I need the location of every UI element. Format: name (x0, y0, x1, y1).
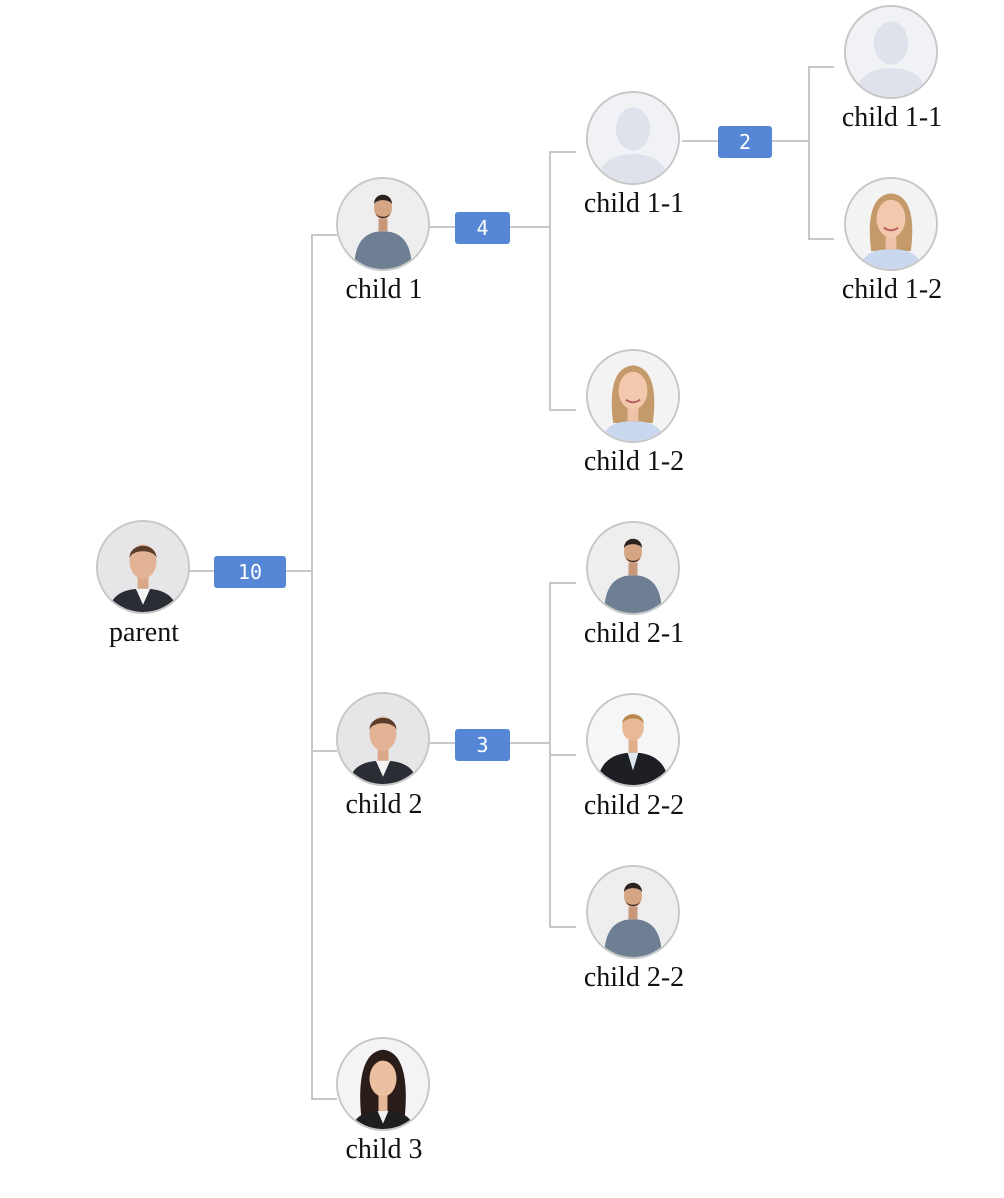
placeholder-person-icon (844, 5, 938, 99)
node-label: child 1-1 (583, 188, 685, 219)
connector (311, 234, 337, 236)
connector (190, 570, 214, 572)
man-shirt-icon (336, 177, 430, 271)
node-label: child 1 (345, 274, 423, 305)
connector (808, 66, 810, 240)
connector (808, 66, 834, 68)
node-child-2-2[interactable]: child 2-2 (574, 865, 694, 997)
node-child-3[interactable]: child 3 (324, 1037, 444, 1169)
connector (311, 750, 337, 752)
node-child-2-2[interactable]: child 2-2 (574, 693, 694, 825)
node-child-2[interactable]: child 2 (324, 692, 444, 824)
connector (549, 754, 576, 756)
connector (549, 151, 576, 153)
node-child-1-1-2[interactable]: child 1-2 (832, 177, 952, 309)
node-label: child 2 (345, 789, 423, 820)
child-count-badge[interactable]: 10 (214, 556, 286, 588)
woman-blonde-icon (844, 177, 938, 271)
man-shirt-icon (586, 865, 680, 959)
connector (430, 226, 455, 228)
node-child-1-1[interactable]: child 1-1 (574, 91, 694, 223)
connector (311, 1098, 337, 1100)
placeholder-person-icon (586, 91, 680, 185)
connector (510, 742, 550, 744)
node-parent[interactable]: parent (84, 520, 204, 652)
woman-blonde-icon (586, 349, 680, 443)
node-child-1[interactable]: child 1 (324, 177, 444, 309)
man-shirt-icon (586, 521, 680, 615)
connector (682, 140, 718, 142)
connector (549, 151, 551, 411)
man-suit-icon (96, 520, 190, 614)
man-suit-icon (336, 692, 430, 786)
connector (286, 570, 312, 572)
connector (549, 409, 576, 411)
node-label: child 1-2 (583, 446, 685, 477)
connector (549, 582, 576, 584)
node-label: child 2-2 (583, 790, 685, 821)
woman-dark-hair-icon (336, 1037, 430, 1131)
man-dark-suit-icon (586, 693, 680, 787)
connector (510, 226, 550, 228)
node-child-1-2[interactable]: child 1-2 (574, 349, 694, 481)
node-label: child 2-2 (583, 962, 685, 993)
connector (549, 926, 576, 928)
child-count-badge[interactable]: 3 (455, 729, 510, 761)
node-label: child 1-2 (841, 274, 943, 305)
node-label: child 2-1 (583, 618, 685, 649)
node-label: child 1-1 (841, 102, 943, 133)
child-count-badge[interactable]: 2 (718, 126, 772, 158)
node-child-1-1-1[interactable]: child 1-1 (832, 5, 952, 137)
node-label: child 3 (345, 1134, 423, 1165)
node-label: parent (109, 617, 179, 648)
node-child-2-1[interactable]: child 2-1 (574, 521, 694, 653)
connector (311, 234, 313, 1100)
connector (430, 742, 455, 744)
connector (772, 140, 809, 142)
connector (808, 238, 834, 240)
child-count-badge[interactable]: 4 (455, 212, 510, 244)
